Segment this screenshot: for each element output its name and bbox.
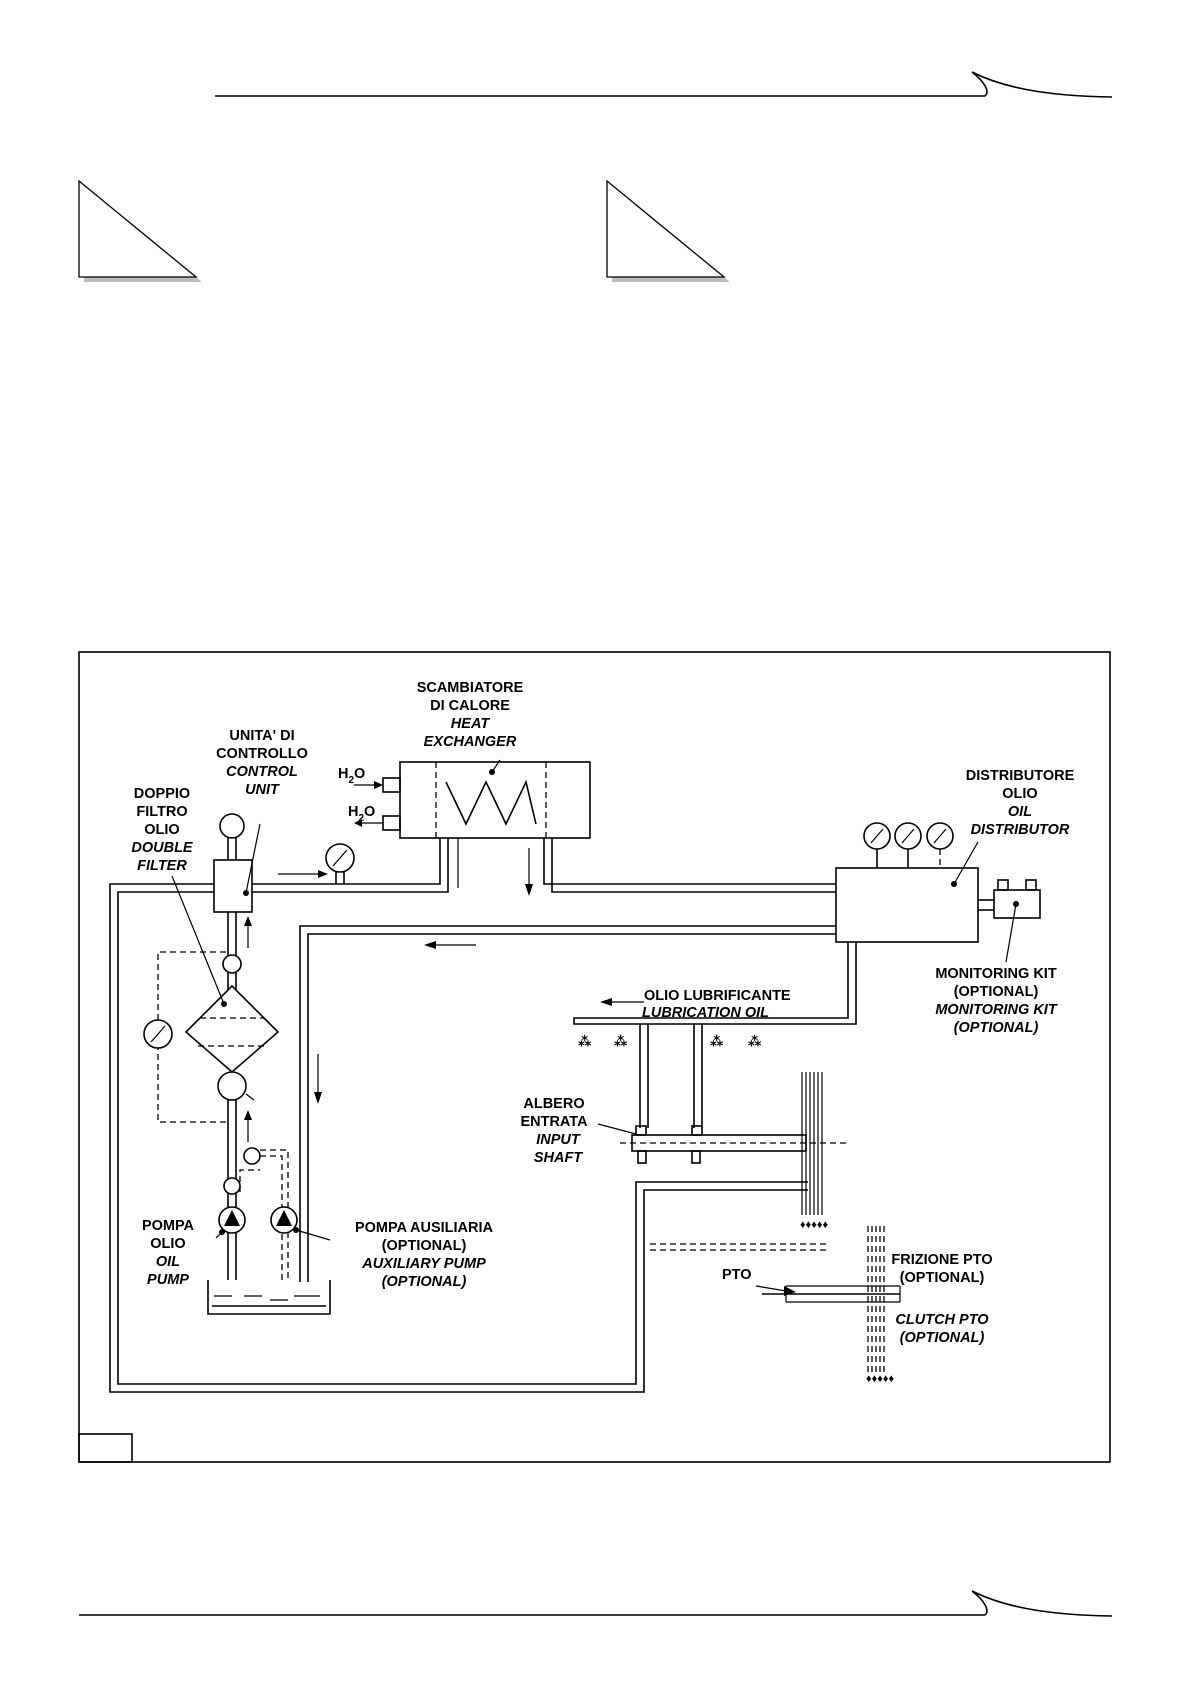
header-rule [215, 71, 1113, 98]
double-filter [157, 912, 280, 1123]
outer-return-pipe [109, 883, 808, 1393]
label-oil-pump-1: OLIO [150, 1236, 185, 1252]
label-lubrication-oil: OLIO LUBRIFICANTE LUBRICATION OIL [642, 988, 791, 1021]
svg-text:⁂: ⁂ [710, 1034, 724, 1049]
label-heat-exchanger-2: HEAT [451, 716, 491, 732]
label-clutch-pto-0: FRIZIONE PTO [891, 1252, 992, 1268]
svg-text:♦♦♦♦♦: ♦♦♦♦♦ [866, 1373, 894, 1385]
label-clutch-pto-2: CLUTCH PTO [895, 1312, 989, 1328]
label-monitoring-kit-3: (OPTIONAL) [954, 1020, 1039, 1036]
label-control-unit-0: UNITA' DI [229, 728, 294, 744]
label-lubrication-oil-0: OLIO LUBRIFICANTE [644, 988, 791, 1004]
auxiliary-pump [239, 1149, 299, 1280]
label-monitoring-kit-0: MONITORING KIT [935, 966, 1057, 982]
label-water: H2O H2O [338, 766, 375, 824]
label-control-unit-1: CONTROLLO [216, 746, 308, 762]
label-oil-distributor-0: DISTRIBUTORE [966, 768, 1075, 784]
label-oil-pump-2: OIL [156, 1254, 180, 1270]
input-shaft: ♦♦♦♦♦ [620, 1072, 846, 1231]
input-shaft-gear: ♦♦♦♦♦ [800, 1072, 828, 1231]
label-heat-exchanger-0: SCAMBIATORE [417, 680, 524, 696]
label-input-shaft: ALBERO ENTRATA INPUT SHAFT [520, 1096, 588, 1166]
corner-triangle-left [78, 179, 202, 282]
label-water-in: H2O [338, 766, 365, 786]
corner-triangle-right [606, 179, 730, 282]
oil-tank [207, 1280, 331, 1315]
label-monitoring-kit-1: (OPTIONAL) [954, 984, 1039, 1000]
footer-rule [79, 1590, 1113, 1617]
svg-text:⁂: ⁂ [748, 1034, 762, 1049]
label-double-filter-2: OLIO [144, 822, 179, 838]
label-input-shaft-1: ENTRATA [520, 1114, 588, 1130]
label-oil-pump: POMPA OLIO OIL PUMP [142, 1218, 195, 1288]
label-clutch-pto-1: (OPTIONAL) [900, 1270, 985, 1286]
oil-distributor [835, 822, 994, 943]
label-heat-exchanger-1: DI CALORE [430, 698, 510, 714]
label-control-unit-2: CONTROL [226, 764, 298, 780]
lubrication-line: ⁂ ⁂ ⁂ ⁂ [573, 905, 857, 1128]
svg-text:♦♦♦♦♦: ♦♦♦♦♦ [800, 1219, 828, 1231]
diagram-frame [78, 651, 1111, 1463]
heat-exchanger [354, 761, 591, 839]
label-auxiliary-pump-1: (OPTIONAL) [382, 1238, 467, 1254]
label-water-out: H2O [348, 804, 375, 824]
label-auxiliary-pump-3: (OPTIONAL) [382, 1274, 467, 1290]
label-lubrication-oil-1: LUBRICATION OIL [642, 1005, 769, 1021]
label-double-filter: DOPPIO FILTRO OLIO DOUBLE FILTER [131, 786, 194, 874]
label-control-unit-3: UNIT [245, 782, 280, 798]
label-heat-exchanger: SCAMBIATORE DI CALORE HEAT EXCHANGER [417, 680, 524, 750]
label-double-filter-1: FILTRO [136, 804, 187, 820]
label-heat-exchanger-3: EXCHANGER [424, 734, 517, 750]
svg-text:⁂: ⁂ [614, 1034, 628, 1049]
pto-assembly: ♦♦♦♦♦ [650, 1226, 901, 1385]
control-unit [213, 813, 253, 913]
label-input-shaft-2: INPUT [536, 1132, 581, 1148]
leader-lines [171, 759, 1017, 1296]
return-pipe-tank [299, 925, 836, 1282]
label-auxiliary-pump-0: POMPA AUSILIARIA [355, 1220, 494, 1236]
label-double-filter-4: FILTER [137, 858, 187, 874]
label-oil-pump-3: PUMP [147, 1272, 189, 1288]
label-double-filter-0: DOPPIO [134, 786, 190, 802]
label-clutch-pto: FRIZIONE PTO (OPTIONAL) CLUTCH PTO (OPTI… [891, 1252, 992, 1346]
label-monitoring-kit: MONITORING KIT (OPTIONAL) MONITORING KIT… [935, 966, 1058, 1036]
label-clutch-pto-3: (OPTIONAL) [900, 1330, 985, 1346]
label-oil-pump-0: POMPA [142, 1218, 195, 1234]
label-double-filter-3: DOUBLE [131, 840, 194, 856]
label-oil-distributor-2: OIL [1008, 804, 1032, 820]
pipe-to-distributor [525, 838, 836, 896]
label-input-shaft-0: ALBERO [523, 1096, 584, 1112]
label-control-unit: UNITA' DI CONTROLLO CONTROL UNIT [216, 728, 308, 798]
oil-pump-line [218, 1100, 261, 1280]
pressure-gauge-top [325, 843, 355, 884]
label-auxiliary-pump: POMPA AUSILIARIA (OPTIONAL) AUXILIARY PU… [355, 1220, 494, 1290]
label-oil-distributor: DISTRIBUTORE OLIO OIL DISTRIBUTOR [966, 768, 1075, 838]
svg-text:⁂: ⁂ [578, 1034, 592, 1049]
spray-nozzles: ⁂ ⁂ ⁂ ⁂ [578, 1034, 762, 1049]
label-auxiliary-pump-2: AUXILIARY PUMP [361, 1256, 486, 1272]
pressure-gauge-filter [143, 1019, 173, 1049]
label-monitoring-kit-2: MONITORING KIT [935, 1002, 1058, 1018]
label-pto: PTO [722, 1267, 752, 1283]
label-oil-distributor-1: OLIO [1002, 786, 1037, 802]
label-oil-distributor-3: DISTRIBUTOR [971, 822, 1070, 838]
monitoring-kit [993, 879, 1041, 919]
label-input-shaft-3: SHAFT [534, 1150, 583, 1166]
